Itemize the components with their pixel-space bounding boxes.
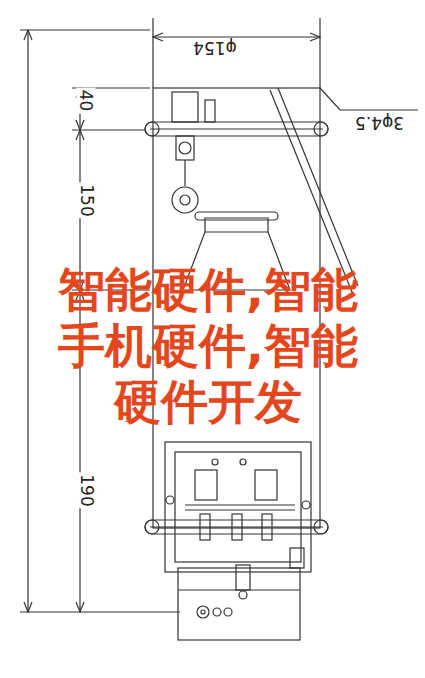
- dimension-label: φ154: [191, 38, 239, 57]
- dimension-label: 3φ4.5: [353, 113, 406, 132]
- watermark-text: 智能硬件,智能 手机硬件,智能 硬件开发: [18, 262, 398, 430]
- dimension-label: 150: [76, 182, 95, 218]
- dimension-label: 190: [76, 472, 95, 508]
- dimension-label: 40: [76, 87, 95, 113]
